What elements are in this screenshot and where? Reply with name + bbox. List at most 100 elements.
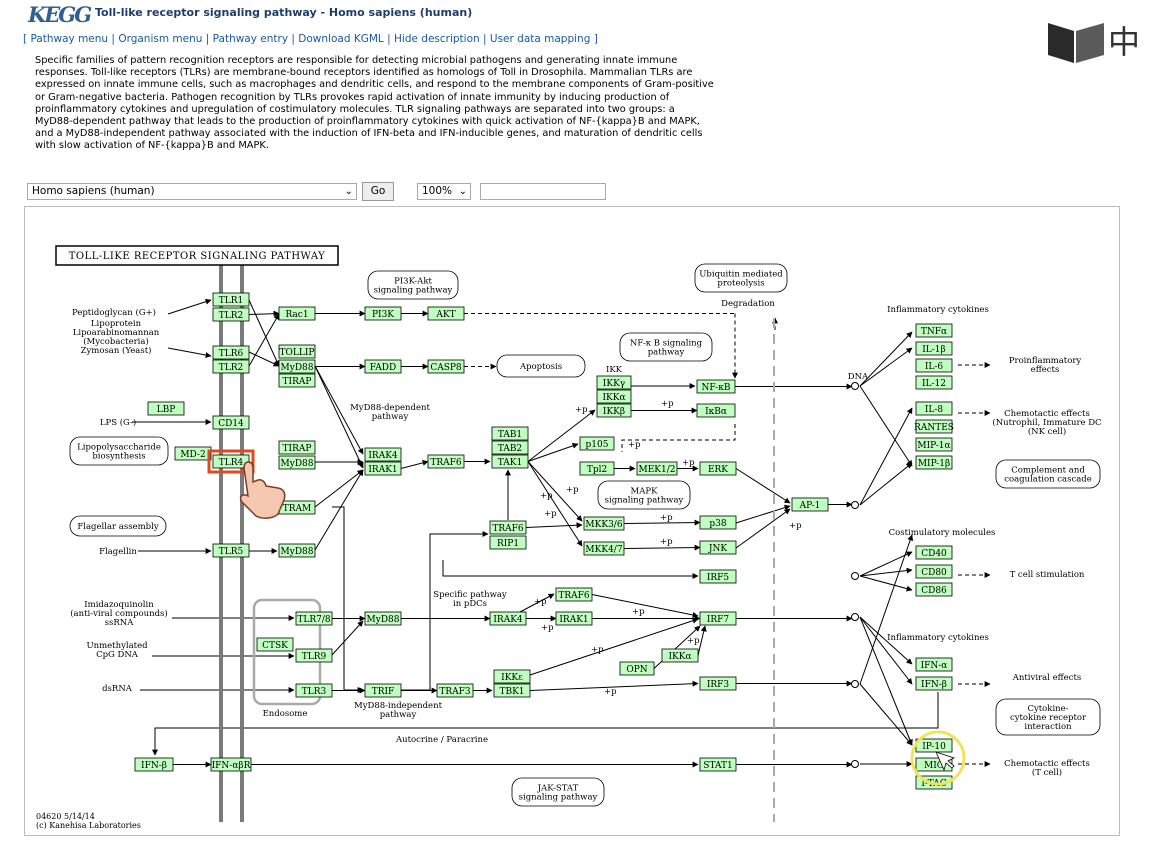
menu-download-kgml[interactable]: Download KGML	[298, 33, 384, 45]
gene-irak4b[interactable]: IRAK4	[489, 611, 527, 626]
gene-cd86[interactable]: CD86	[915, 582, 953, 597]
gene-tlr78[interactable]: TLR7/8	[295, 611, 333, 626]
gene-p38[interactable]: p38	[699, 515, 737, 530]
gene-tlr3[interactable]: TLR3	[295, 683, 333, 698]
gene-tollip[interactable]: TOLLIP	[278, 344, 316, 359]
gene-traf3[interactable]: TRAF3	[436, 683, 474, 698]
gene-rip1[interactable]: RIP1	[489, 535, 527, 550]
gene-tlr2b[interactable]: TLR2	[212, 359, 250, 374]
gene-ctsk[interactable]: CTSK	[256, 637, 294, 652]
gene-p105[interactable]: p105	[579, 436, 615, 451]
gene-ikkb[interactable]: IKKβ	[596, 403, 632, 418]
gene-il1b[interactable]: IL-1β	[915, 341, 953, 356]
gene-il6[interactable]: IL-6	[915, 358, 953, 373]
gene-rantes[interactable]: RANTES	[914, 419, 954, 434]
gene-irf3[interactable]: IRF3	[699, 676, 737, 691]
gene-mip1a[interactable]: MIP-1α	[915, 437, 953, 452]
gene-cd14[interactable]: CD14	[212, 415, 250, 430]
gene-tlr9[interactable]: TLR9	[295, 648, 333, 663]
gene-ifnb2[interactable]: IFN-β	[915, 676, 953, 691]
organism-select[interactable]: Homo sapiens (human) ⌄	[27, 183, 357, 200]
gene-tlr6[interactable]: TLR6	[212, 345, 250, 360]
gene-cd40[interactable]: CD40	[915, 545, 953, 560]
gene-tak1[interactable]: TAK1	[491, 454, 529, 469]
map-link-flag[interactable]: Flagellar assembly	[69, 515, 167, 537]
gene-casp8[interactable]: CASP8	[427, 359, 465, 374]
gene-tnfa[interactable]: TNFα	[915, 323, 953, 338]
gene-traf6b[interactable]: TRAF6	[489, 520, 527, 535]
menu-organism-menu[interactable]: Organism menu	[118, 33, 203, 45]
menu-user-data-mapping[interactable]: User data mapping	[489, 33, 591, 45]
gene-mip1b[interactable]: MIP-1β	[915, 455, 953, 470]
gene-irf7[interactable]: IRF7	[699, 611, 737, 626]
gene-myd88a[interactable]: MyD88	[278, 359, 316, 374]
gene-label: IKKα	[668, 652, 691, 662]
gene-irak4a[interactable]: IRAK4	[364, 447, 402, 462]
gene-ikka2[interactable]: IKKα	[661, 648, 699, 663]
gene-tlr2a[interactable]: TLR2	[212, 307, 250, 322]
gene-irf5[interactable]: IRF5	[699, 569, 737, 584]
gene-ikke[interactable]: IKKε	[493, 669, 531, 684]
gene-myd88d[interactable]: MyD88	[364, 611, 402, 626]
gene-nfkb[interactable]: NF-κB	[696, 379, 736, 394]
gene-mkk47[interactable]: MKK4/7	[583, 541, 625, 556]
gene-tram[interactable]: TRAM	[278, 500, 316, 515]
gene-tab2[interactable]: TAB2	[491, 440, 529, 455]
gene-tirapb[interactable]: TIRAP	[278, 440, 316, 455]
gene-akt[interactable]: AKT	[427, 306, 465, 321]
gene-erk[interactable]: ERK	[699, 461, 737, 476]
menu-pathway-menu[interactable]: Pathway menu	[30, 33, 109, 45]
gene-ifnb[interactable]: IFN-β	[134, 757, 174, 772]
gene-tirapa[interactable]: TIRAP	[278, 373, 316, 388]
gene-il12[interactable]: IL-12	[915, 375, 953, 390]
gene-ap1[interactable]: AP-1	[791, 497, 829, 512]
gene-tlr5[interactable]: TLR5	[212, 543, 250, 558]
gene-ikka[interactable]: IKKα	[596, 389, 632, 404]
kegg-logo[interactable]: KEGG	[28, 2, 92, 27]
gene-pi3k[interactable]: PI3K	[364, 306, 402, 321]
gene-irak1b[interactable]: IRAK1	[555, 611, 593, 626]
gene-opn[interactable]: OPN	[619, 661, 655, 676]
map-link-apop[interactable]: Apoptosis	[496, 354, 586, 378]
gene-traf6c[interactable]: TRAF6	[555, 587, 593, 602]
go-button[interactable]: Go	[362, 182, 394, 201]
gene-il8[interactable]: IL-8	[915, 401, 953, 416]
gene-tpl2[interactable]: Tpl2	[579, 461, 615, 476]
gene-tlr1[interactable]: TLR1	[212, 292, 250, 307]
gene-stat1[interactable]: STAT1	[699, 757, 737, 772]
gene-label: IL-8	[925, 405, 944, 415]
gene-fadd[interactable]: FADD	[364, 359, 402, 374]
gene-jnk[interactable]: JNK	[699, 540, 737, 555]
zoom-select[interactable]: 100% ⌄	[417, 183, 471, 200]
gene-tbk1[interactable]: TBK1	[493, 683, 531, 698]
gene-mek12[interactable]: MEK1/2	[636, 461, 678, 476]
search-input[interactable]	[480, 183, 606, 200]
gene-ip10[interactable]: IP-10	[915, 738, 953, 753]
gene-myd88c[interactable]: MyD88	[278, 543, 316, 558]
gene-ikkg[interactable]: IKKγ	[596, 375, 632, 390]
gene-ifnabr[interactable]: IFN-αβR	[210, 757, 252, 772]
gene-ikba[interactable]: IκBα	[696, 403, 736, 418]
gene-tab1[interactable]: TAB1	[491, 426, 529, 441]
gene-md2[interactable]: MD-2	[174, 446, 212, 461]
gene-trif[interactable]: TRIF	[364, 683, 402, 698]
menu-pathway-entry[interactable]: Pathway entry	[212, 33, 289, 45]
menu-hide-description[interactable]: Hide description	[394, 33, 480, 45]
gene-lbp[interactable]: LBP	[147, 401, 185, 416]
gene-mkk36[interactable]: MKK3/6	[583, 516, 625, 531]
gene-myd88b[interactable]: MyD88	[278, 455, 316, 470]
gene-rac1[interactable]: Rac1	[278, 306, 316, 321]
gene-tlr4[interactable]: TLR4	[212, 454, 250, 469]
gene-cd80[interactable]: CD80	[915, 564, 953, 579]
gene-traf6a[interactable]: TRAF6	[427, 454, 465, 469]
gene-ifna[interactable]: IFN-α	[915, 657, 953, 672]
gene-irak1a[interactable]: IRAK1	[364, 461, 402, 476]
